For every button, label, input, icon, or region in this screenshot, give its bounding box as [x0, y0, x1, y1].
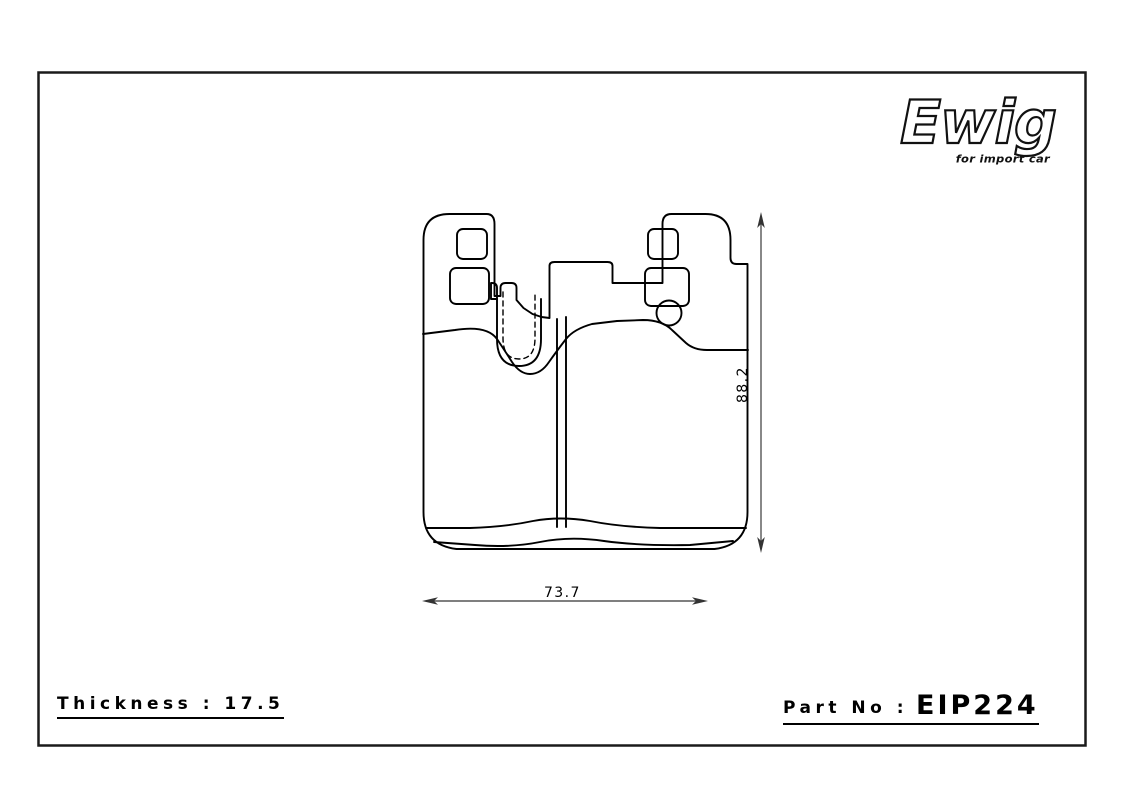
dim-width-arrow-right: [692, 597, 708, 605]
right-round-hole: [655, 299, 683, 327]
dim-width-arrow-left: [422, 597, 438, 605]
right-ear-small-hole: [647, 228, 679, 260]
left-ear-small-hole: [456, 228, 488, 260]
part-number-block: Part No : EIP224: [783, 689, 1039, 725]
dimension-height-label: 88.2: [735, 366, 751, 403]
pad-backing-plate-outline: [422, 213, 749, 550]
dim-height-arrow-bottom: [757, 537, 765, 553]
dim-height-arrow-top: [757, 212, 765, 228]
drawing-frame-border: [37, 71, 1087, 747]
part-number-value: EIP224: [916, 690, 1039, 721]
friction-top-edge-right: [616, 319, 749, 351]
brake-pad-drawing: [422, 213, 749, 550]
dimension-annotations: [422, 212, 765, 605]
left-ear-large-hole: [449, 267, 490, 305]
dimension-width-label: 73.7: [544, 585, 581, 601]
notch-tab-left: [490, 282, 498, 300]
bottom-chamfer-line-upper: [425, 517, 747, 529]
right-ear-large-hole: [644, 267, 690, 307]
u-notch-hidden-line: [502, 291, 536, 360]
part-number-caption: Part No :: [783, 698, 909, 718]
u-notch-outline: [496, 298, 542, 367]
thickness-label: Thickness : 17.5: [57, 694, 285, 719]
bottom-chamfer-line-lower: [433, 537, 734, 547]
